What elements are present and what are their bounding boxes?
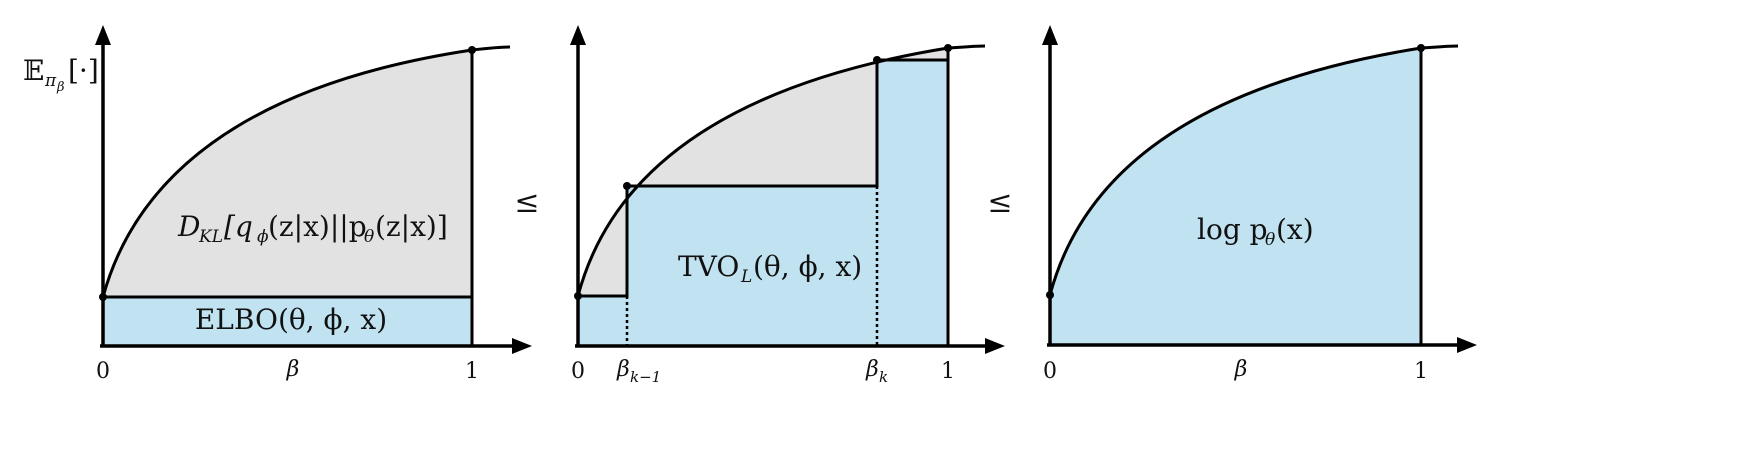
x-tick-1-3: 1 <box>1414 359 1428 384</box>
y-axis-label: 𝔼 π β [·] <box>23 54 99 95</box>
kl-label-phi: ϕ <box>257 227 269 247</box>
curve-end-dot <box>468 46 476 54</box>
x-tick-beta-b: β <box>865 357 879 382</box>
tvo-label-main: TVO <box>678 250 739 283</box>
dot-beta-k <box>873 56 881 64</box>
logp-label-main: log p <box>1197 213 1268 246</box>
relation-leq-1: ≤ <box>514 185 539 220</box>
elbo-label: ELBO(θ, ϕ, x) <box>195 303 387 336</box>
expectation-curve-2 <box>576 44 986 297</box>
x-tick-beta-k: β k <box>865 357 888 386</box>
x-tick-beta-b-sub: k <box>879 368 888 386</box>
logp-label-sub: θ <box>1265 230 1275 250</box>
kl-label-end: (z|x)] <box>375 210 448 243</box>
y-axis-arrowhead <box>95 25 111 45</box>
tvo-label-args: (θ, ϕ, x) <box>753 250 862 283</box>
dot-start <box>574 292 582 300</box>
kl-label-mid: (z|x)||p <box>268 210 367 243</box>
riemann-steps <box>578 58 948 298</box>
y-axis-label-beta: β <box>56 80 65 95</box>
x-tick-beta-a-sub: k−1 <box>630 368 661 386</box>
log-likelihood-region <box>1050 48 1421 345</box>
panel-elbo: 0 1 β 𝔼 π β [·] D KL [q ϕ (z|x)||p θ (z|… <box>23 25 532 384</box>
x-tick-0-2: 0 <box>571 359 585 384</box>
x-axis-label: β <box>286 357 300 382</box>
kl-label-theta: θ <box>364 227 374 247</box>
tvo-label-sub: L <box>740 267 752 287</box>
y-axis-arrowhead-2 <box>570 25 586 45</box>
y-axis-arrowhead-3 <box>1042 25 1058 45</box>
curve-start-dot <box>99 293 107 301</box>
relation-leq-2: ≤ <box>987 185 1012 220</box>
x-axis-label-3: β <box>1234 357 1248 382</box>
x-tick-1: 1 <box>465 359 479 384</box>
elbo-region <box>103 297 472 346</box>
curve-start-dot-3 <box>1046 291 1054 299</box>
panel-log-likelihood: 0 1 β log p θ (x) <box>1042 25 1477 384</box>
kl-gap-label: D KL [q ϕ (z|x)||p θ (z|x)] <box>177 210 448 247</box>
log-likelihood-label: log p θ (x) <box>1197 213 1314 250</box>
x-axis-arrowhead-2 <box>985 338 1005 354</box>
curve-end-dot-3 <box>1417 44 1425 52</box>
y-axis-label-e: 𝔼 <box>23 54 44 87</box>
y-axis-label-suffix: [·] <box>68 54 99 87</box>
x-axis-arrowhead-3 <box>1457 337 1477 353</box>
expectation-curve-3 <box>1048 44 1459 296</box>
y-axis-label-pi: π <box>44 71 57 91</box>
tvo-label: TVO L (θ, ϕ, x) <box>678 250 862 287</box>
kl-label-sub: KL <box>198 227 223 247</box>
x-tick-0: 0 <box>96 359 110 384</box>
x-tick-1-2: 1 <box>941 359 955 384</box>
x-tick-beta-k-minus-1: β k−1 <box>616 357 661 386</box>
panel-tvo: 0 β k−1 β k 1 TVO L (θ, ϕ, x) <box>570 25 1005 386</box>
tvo-bound-region <box>578 60 948 346</box>
x-tick-0-3: 0 <box>1043 359 1057 384</box>
dot-beta-k-minus-1 <box>623 182 631 190</box>
logp-label-args: (x) <box>1276 213 1314 246</box>
kl-label-q: [q <box>224 210 253 243</box>
dot-end <box>944 44 952 52</box>
kl-label-d: D <box>177 210 200 243</box>
kl-gap-region <box>103 50 472 297</box>
expectation-curve <box>101 45 511 298</box>
x-tick-beta-a: β <box>616 357 630 382</box>
x-axis-arrowhead <box>512 338 532 354</box>
